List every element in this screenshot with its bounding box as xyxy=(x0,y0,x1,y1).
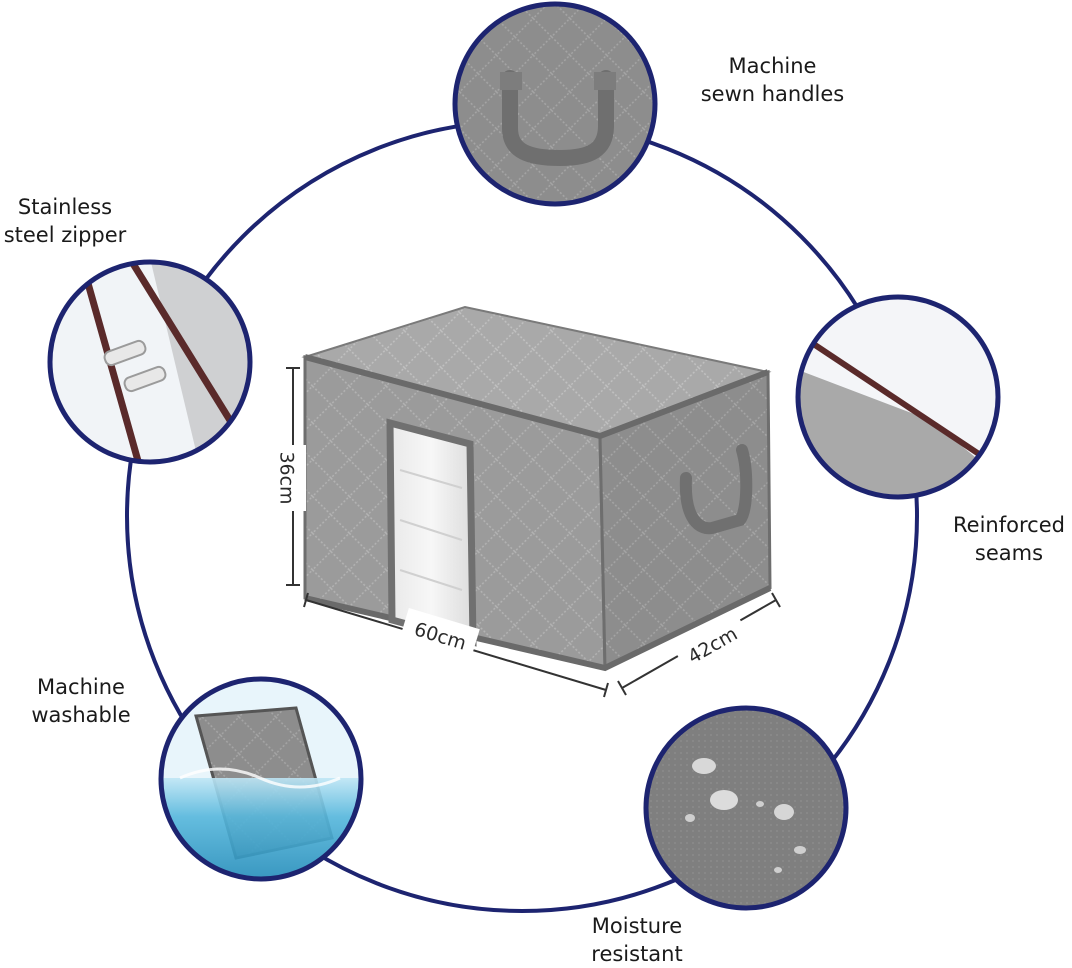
feature-label-washable-line2: washable xyxy=(31,703,131,727)
feature-label-handles-line2: sewn handles xyxy=(700,82,845,106)
feature-label-zipper-line2: steel zipper xyxy=(3,223,127,247)
feature-label-moisture-line1: Moisture xyxy=(591,914,683,938)
handles-detail-image xyxy=(452,1,658,207)
feature-label-handles-line1: Machine xyxy=(728,54,817,78)
feature-label-washable-line1: Machine xyxy=(37,675,125,699)
dimension-width: 60cm xyxy=(303,592,609,698)
zipper-detail-image xyxy=(47,259,253,465)
dimension-height: 36cm xyxy=(276,367,306,586)
feature-label-seams-line1: Reinforced xyxy=(953,513,1065,537)
feature-label-seams-line2: seams xyxy=(974,541,1044,565)
feature-label-washable: Machine washable xyxy=(22,673,140,729)
feature-label-moisture: Moisture resistant xyxy=(576,912,698,968)
feature-label-zipper: Stainless steel zipper xyxy=(0,193,130,249)
feature-label-handles: Machine sewn handles xyxy=(700,52,845,108)
feature-label-moisture-line2: resistant xyxy=(591,942,683,966)
seams-detail-image xyxy=(795,294,1001,500)
feature-label-zipper-line1: Stainless xyxy=(17,195,113,219)
moisture-detail-image xyxy=(643,705,849,911)
washable-detail-image xyxy=(158,676,364,882)
height-label: 36cm xyxy=(276,451,298,504)
storage-bag-illustration xyxy=(301,305,772,672)
feature-label-seams: Reinforced seams xyxy=(946,511,1072,567)
